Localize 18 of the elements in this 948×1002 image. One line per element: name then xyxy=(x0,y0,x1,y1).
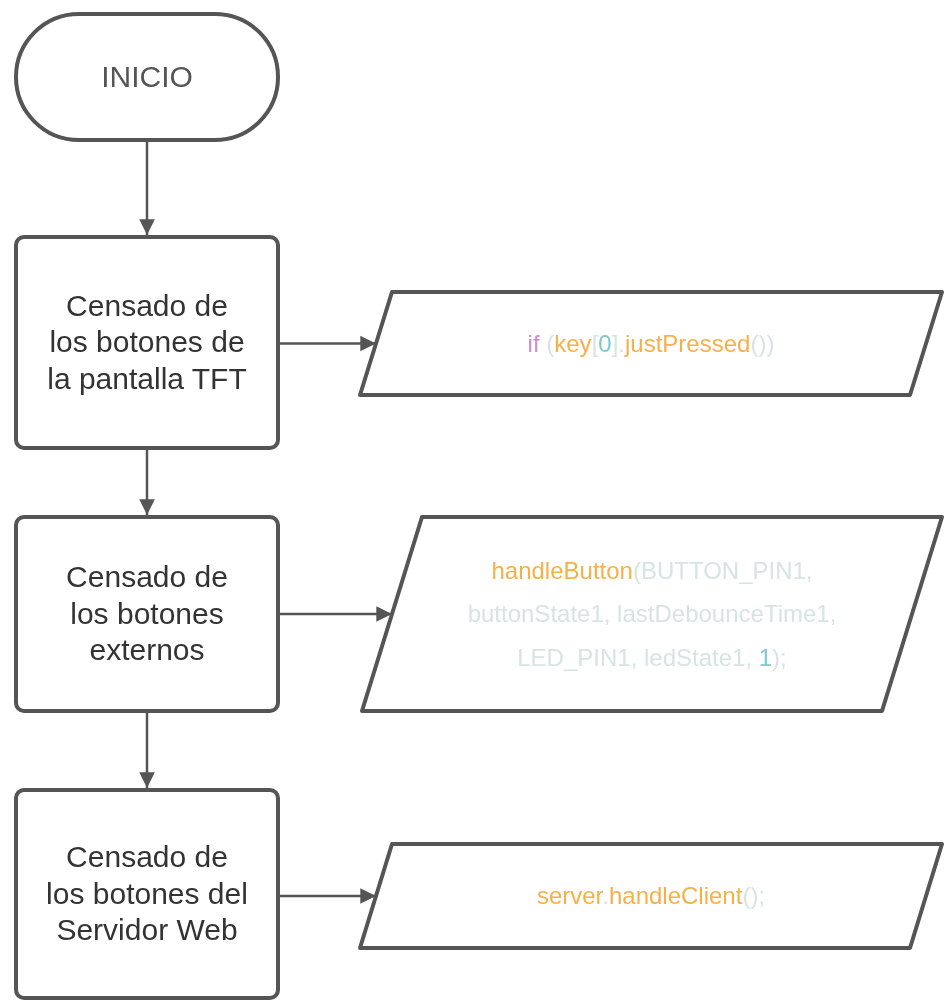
code-text: server.handleClient(); xyxy=(535,881,767,912)
arrow xyxy=(139,450,155,515)
process-box xyxy=(14,515,280,713)
node-text: Censado de los botones de la pantalla TFT xyxy=(46,287,248,397)
node-text: Censado de los botones del Servidor Web xyxy=(45,839,249,949)
arrow xyxy=(139,142,155,235)
process-box xyxy=(14,788,280,1000)
node-text: INICIO xyxy=(101,58,193,95)
code-text: if (key[0].justPressed()) xyxy=(526,328,776,359)
arrow xyxy=(280,335,376,352)
arrow xyxy=(139,713,155,788)
arrow xyxy=(280,606,392,622)
node-text: Censado de los botones externos xyxy=(65,559,229,669)
process-box xyxy=(14,235,280,450)
data-parallelogram xyxy=(360,515,944,713)
data-parallelogram xyxy=(358,290,944,397)
arrow xyxy=(280,888,376,904)
data-parallelogram xyxy=(358,842,944,950)
